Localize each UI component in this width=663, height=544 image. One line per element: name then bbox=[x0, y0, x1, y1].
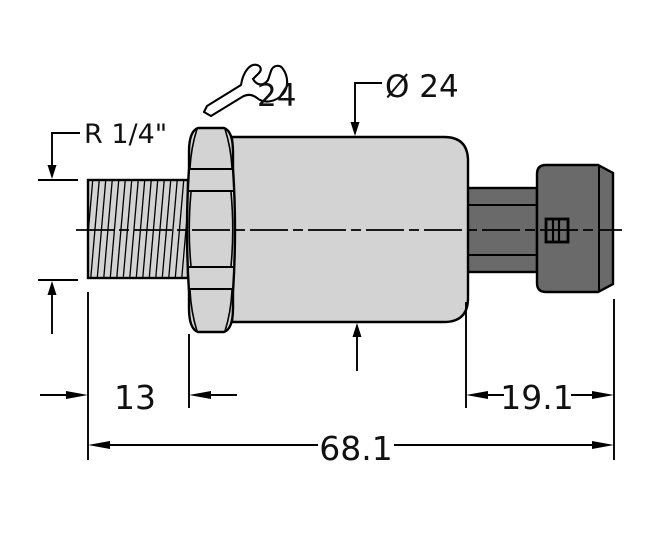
dim-label-overall-length: 68.1 bbox=[319, 429, 393, 468]
arrow-left-13 bbox=[189, 391, 211, 399]
arrow-up-diameter bbox=[352, 323, 362, 337]
arrow-down-thread bbox=[47, 165, 57, 179]
connector-housing bbox=[535, 163, 615, 294]
sensor-body bbox=[230, 135, 470, 324]
dim-label-thread-length: 13 bbox=[114, 378, 156, 417]
nut-corner-arcs bbox=[188, 128, 234, 332]
arrow-right-68-1 bbox=[592, 441, 614, 449]
dim-68-1-graphics bbox=[88, 441, 614, 449]
thread-section bbox=[86, 178, 190, 280]
arrow-left-19-1 bbox=[466, 391, 488, 399]
diameter-leader bbox=[354, 82, 382, 371]
dim-19-1-graphics bbox=[466, 391, 614, 399]
thread-hatching bbox=[89, 181, 187, 277]
wrench-size-label: 24 bbox=[257, 78, 297, 114]
diameter-label: Ø 24 bbox=[385, 69, 459, 105]
arrow-down-diameter bbox=[350, 122, 360, 136]
dim-13-graphics bbox=[40, 391, 237, 399]
dim-label-connector-length: 19.1 bbox=[500, 378, 574, 417]
thread-size-label: R 1/4" bbox=[84, 119, 168, 150]
arrow-right-13 bbox=[66, 391, 88, 399]
arrow-right-19-1 bbox=[592, 391, 614, 399]
arrow-left-68-1 bbox=[88, 441, 110, 449]
arrow-up-thread bbox=[47, 281, 57, 295]
connector-housing-outline bbox=[535, 163, 615, 294]
wrench-icon bbox=[202, 63, 289, 118]
thread-callout-leader bbox=[38, 132, 80, 334]
extension-lines bbox=[87, 292, 615, 460]
